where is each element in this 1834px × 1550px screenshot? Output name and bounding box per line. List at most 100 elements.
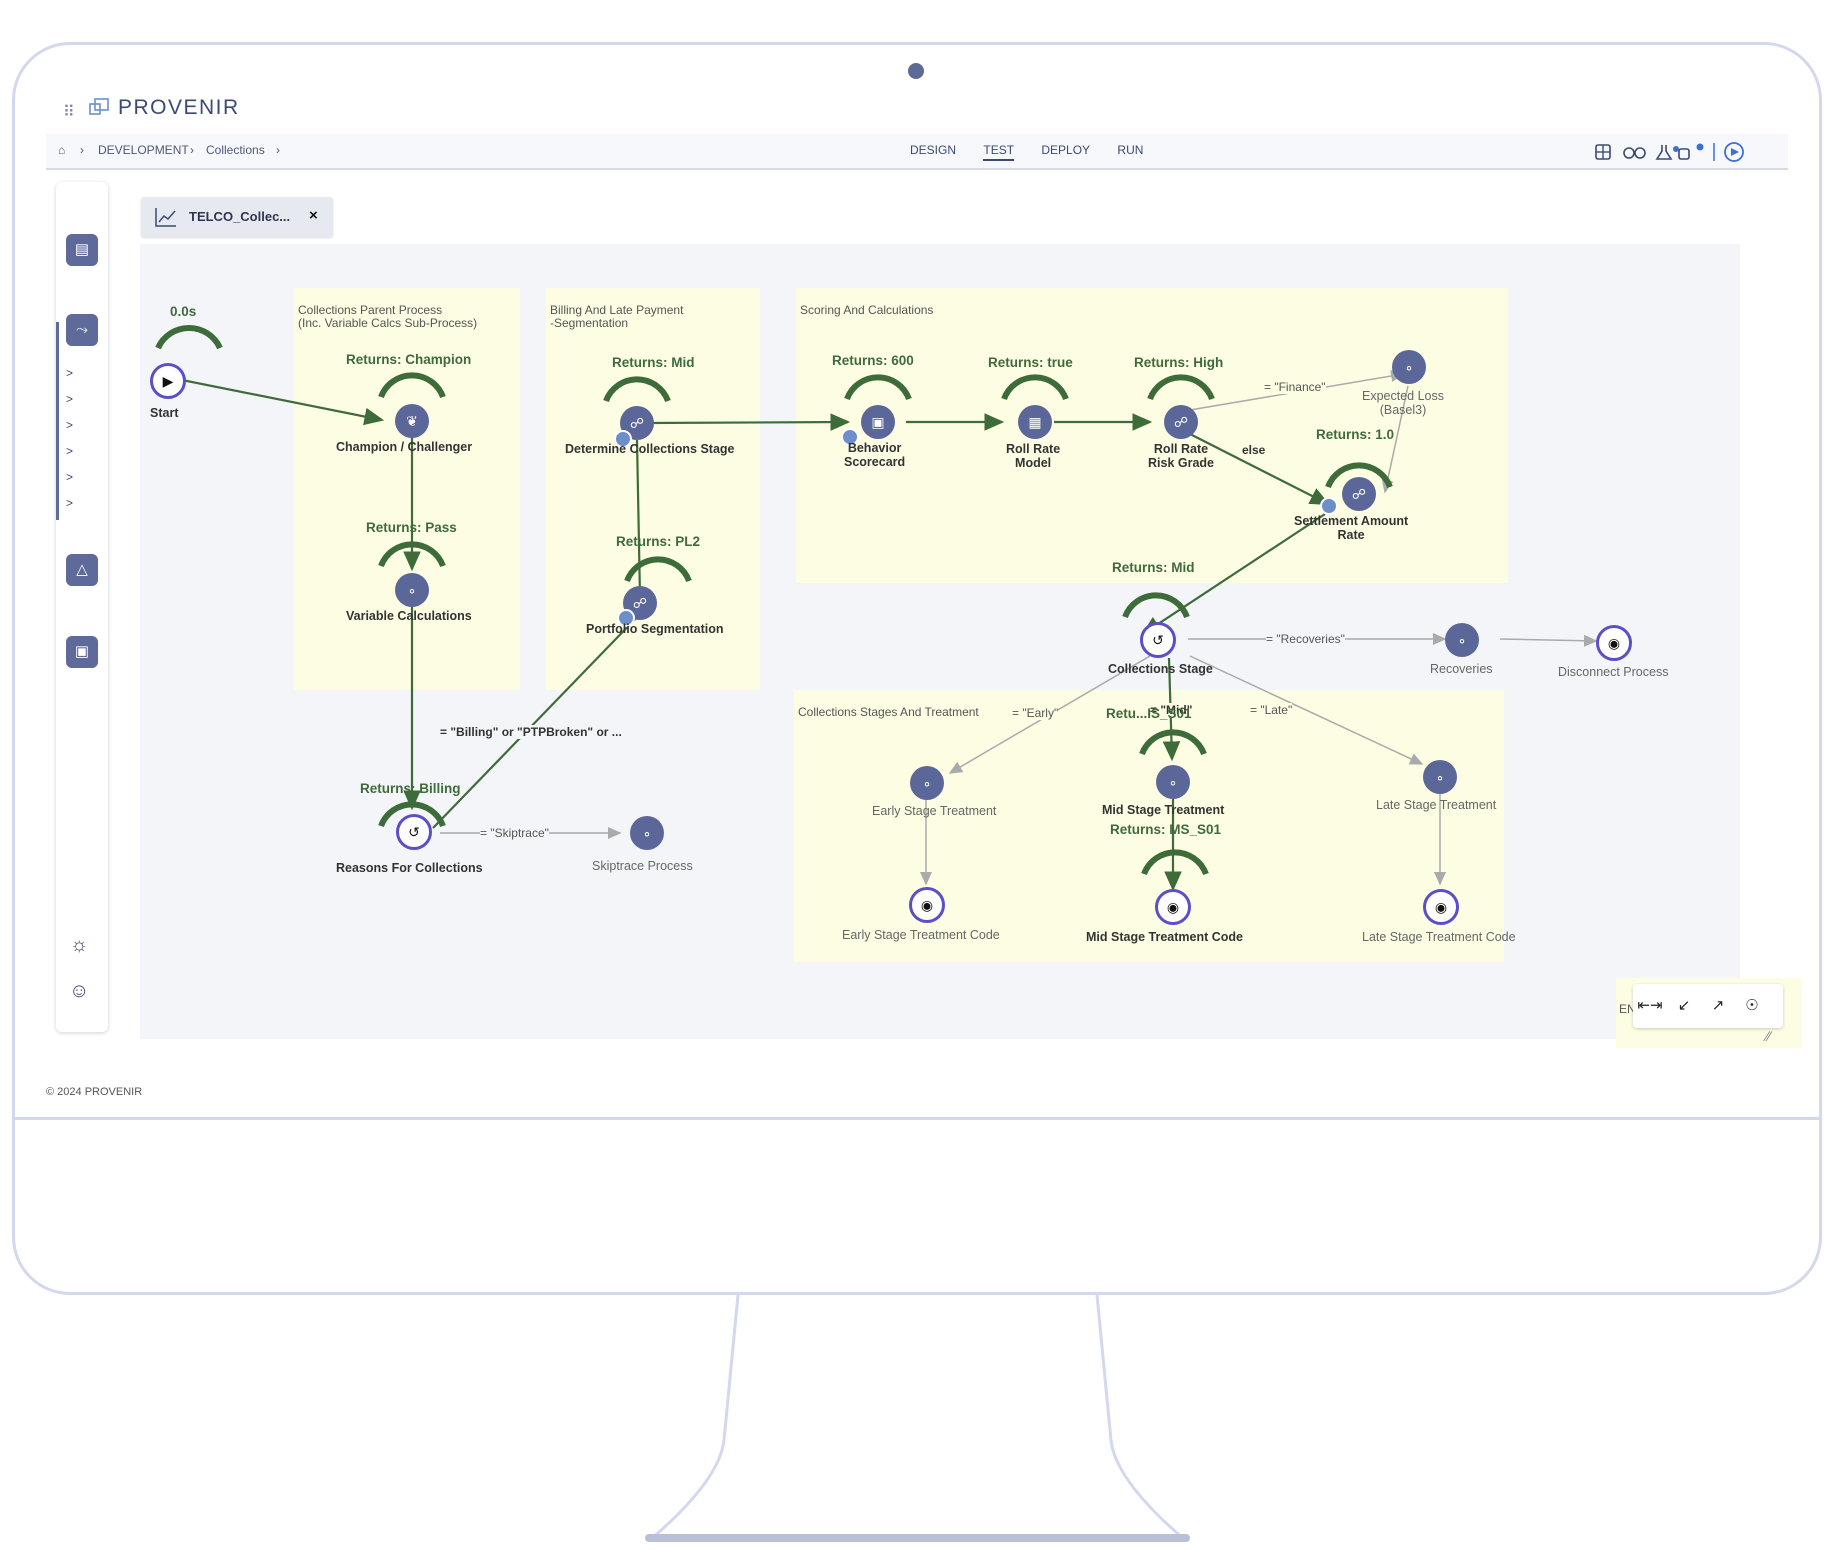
- group-billing-segmentation[interactable]: [546, 288, 760, 690]
- stage-router-icon[interactable]: ↺: [1140, 622, 1176, 658]
- early-code-end-node[interactable]: ◉: [909, 887, 945, 923]
- returns-600: Returns: 600: [832, 353, 914, 368]
- edge-label-recoveries: = "Recoveries": [1266, 632, 1345, 646]
- tab-test[interactable]: TEST: [983, 143, 1015, 161]
- sun-icon[interactable]: ☼: [70, 934, 89, 956]
- node-label-early-stage-treatment-code: Early Stage Treatment Code: [842, 928, 1000, 942]
- edge-label-skiptrace: = "Skiptrace": [480, 826, 549, 840]
- late-code-end-node[interactable]: ◉: [1423, 889, 1459, 925]
- returns-ms-s01-truncated: Retu...IS_S01: [1106, 706, 1192, 721]
- group-label: Billing And Late Payment -Segmentation: [550, 303, 684, 330]
- node-label-roll-rate-risk-grade: Roll Rate Risk Grade: [1148, 442, 1215, 470]
- node-label-reasons-for-collections: Reasons For Collections: [336, 861, 483, 875]
- calculation-icon[interactable]: ∘: [1423, 760, 1457, 794]
- tab-deploy[interactable]: DEPLOY: [1041, 143, 1091, 157]
- node-label-mid-stage-treatment-code: Mid Stage Treatment Code: [1086, 930, 1243, 944]
- returns-billing: Returns: Billing: [360, 781, 461, 796]
- collapse-icon[interactable]: ↙: [1677, 997, 1691, 1014]
- flask-icon[interactable]: [1655, 145, 1673, 160]
- group-scoring-calculations[interactable]: [796, 288, 1508, 583]
- app-grid-icon[interactable]: ⠿: [63, 104, 75, 121]
- flow-edges: [155, 325, 1598, 892]
- breadcrumb-development[interactable]: DEVELOPMENT: [98, 143, 189, 157]
- node-label-mid-stage-treatment: Mid Stage Treatment: [1102, 803, 1225, 817]
- flow-canvas[interactable]: Collections Parent Process (Inc. Variabl…: [140, 244, 1740, 1039]
- node-label-variable-calculations: Variable Calculations: [346, 609, 472, 623]
- disconnect-end-node[interactable]: ◉: [1596, 625, 1632, 661]
- calculation-icon[interactable]: ∘: [1392, 350, 1426, 384]
- provenir-logo-icon: [89, 98, 109, 115]
- node-label-expected-loss: Expected Loss (Basel3): [1362, 389, 1444, 417]
- returns-ms-s01: Returns: MS_S01: [1110, 822, 1222, 837]
- app-logo-text: PROVENIR: [118, 96, 240, 119]
- binoculars-icon[interactable]: [1623, 147, 1646, 159]
- returns-true: Returns: true: [988, 355, 1073, 370]
- group-label: Collections Parent Process (Inc. Variabl…: [298, 303, 478, 330]
- test-run-icon[interactable]: [1673, 146, 1690, 160]
- fit-width-icon[interactable]: ⇤⇥: [1637, 997, 1663, 1014]
- model-chart-icon[interactable]: ▦: [1018, 405, 1052, 439]
- calculation-icon[interactable]: ∘: [1445, 623, 1479, 657]
- monitor-camera: [908, 63, 924, 79]
- mid-code-end-node[interactable]: ◉: [1155, 889, 1191, 925]
- node-label-disconnect-process: Disconnect Process: [1558, 665, 1669, 679]
- chevron-right-icon[interactable]: >: [66, 366, 74, 380]
- tab-telco-collections[interactable]: TELCO_Collec... ×: [141, 197, 333, 237]
- edge-label-billing-condition: = "Billing" or "PTPBroken" or ...: [440, 725, 622, 739]
- chevron-right-icon[interactable]: >: [66, 496, 74, 510]
- chevron-right-icon[interactable]: >: [66, 392, 74, 406]
- user-profile-icon[interactable]: ☺: [69, 980, 90, 1002]
- returns-mid-stage: Returns: Mid: [1112, 560, 1195, 575]
- returns-champion: Returns: Champion: [346, 352, 472, 367]
- node-label-late-stage-treatment: Late Stage Treatment: [1376, 798, 1497, 812]
- chevron-right-icon: ›: [276, 143, 280, 157]
- node-label-recoveries: Recoveries: [1430, 662, 1493, 676]
- table-icon[interactable]: [1595, 144, 1611, 160]
- warning-triangle-icon[interactable]: △: [66, 554, 98, 586]
- calculation-icon[interactable]: ∘: [910, 766, 944, 800]
- calculation-icon[interactable]: ∘: [395, 573, 429, 607]
- home-icon[interactable]: ⌂: [58, 143, 66, 157]
- chart-line-icon: [155, 208, 176, 227]
- scorecard-icon[interactable]: ▣: [861, 405, 895, 439]
- node-label-early-stage-treatment: Early Stage Treatment: [872, 804, 997, 818]
- play-circle-icon[interactable]: [1724, 142, 1744, 162]
- medal-icon[interactable]: ❦: [395, 404, 429, 438]
- chevron-right-icon[interactable]: >: [66, 418, 74, 432]
- chevron-right-icon: ›: [190, 143, 194, 157]
- monitor-stand: [645, 1295, 1190, 1542]
- returns-pl2: Returns: PL2: [616, 534, 701, 549]
- start-node[interactable]: ▶: [150, 363, 186, 399]
- chevron-right-icon[interactable]: >: [66, 444, 74, 458]
- returns-1-0: Returns: 1.0: [1316, 427, 1395, 442]
- notification-dot-icon[interactable]: [1696, 143, 1704, 151]
- reasons-router-icon[interactable]: ↺: [396, 814, 432, 850]
- calculation-icon[interactable]: ∘: [1156, 765, 1190, 799]
- group-collections-parent[interactable]: [294, 288, 520, 690]
- badge-icon: [614, 430, 632, 448]
- tab-title: TELCO_Collec...: [189, 209, 291, 224]
- edge-label-late: = "Late": [1250, 703, 1293, 717]
- briefcase-icon[interactable]: ▣: [66, 636, 98, 668]
- top-bar: ⠿ PROVENIR: [46, 86, 1788, 134]
- chevron-right-icon: ›: [80, 143, 84, 157]
- returns-mid: Returns: Mid: [612, 355, 695, 370]
- share-segment-icon[interactable]: ☍: [1164, 405, 1198, 439]
- badge-icon: [841, 428, 859, 446]
- close-icon[interactable]: ×: [309, 207, 318, 224]
- tab-design[interactable]: DESIGN: [910, 143, 957, 157]
- calculation-icon[interactable]: ∘: [630, 816, 664, 850]
- node-label-late-stage-treatment-code: Late Stage Treatment Code: [1362, 930, 1516, 944]
- puzzle-icon[interactable]: ▤: [66, 234, 98, 266]
- tab-run[interactable]: RUN: [1117, 143, 1144, 157]
- compass-icon[interactable]: ☉: [1745, 997, 1759, 1014]
- resize-handle-icon[interactable]: ∕∕: [1766, 1028, 1771, 1044]
- node-label-determine-collections-stage: Determine Collections Stage: [565, 442, 735, 456]
- chevron-right-icon[interactable]: >: [66, 470, 74, 484]
- breadcrumb-collections[interactable]: Collections: [206, 143, 265, 157]
- badge-icon: [1320, 497, 1338, 515]
- share-segment-icon[interactable]: ☍: [1342, 477, 1376, 511]
- flow-graph-icon[interactable]: ⤳: [66, 314, 98, 346]
- sidebar-active-indicator: [56, 322, 59, 520]
- expand-icon[interactable]: ↗: [1711, 997, 1725, 1014]
